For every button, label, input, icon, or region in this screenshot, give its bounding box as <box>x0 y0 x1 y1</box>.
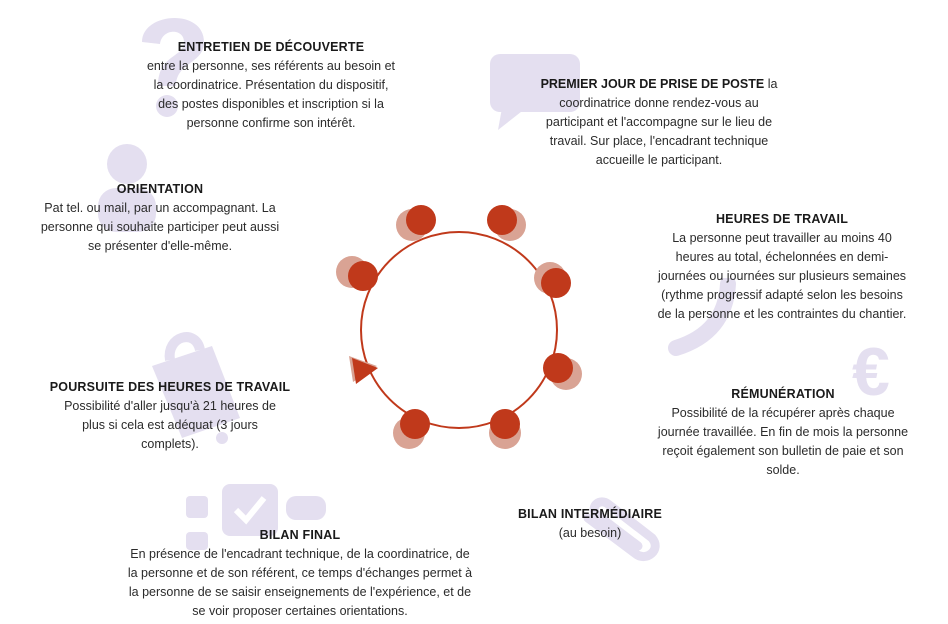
step-line: (au besoin) <box>558 526 622 540</box>
clock-hand-icon <box>668 278 736 356</box>
step-bilan-intermediaire: BILAN INTERMÉDIAIRE (au besoin) <box>490 505 690 543</box>
step-line: heures au total, échelonnées en demi- <box>675 250 889 264</box>
cycle-node-premier-jour <box>487 205 517 235</box>
checklist-icon <box>186 484 326 550</box>
step-line: personne qui souhaite participer peut au… <box>40 220 280 234</box>
step-line: reçoit également son bulletin de paie et… <box>662 444 904 458</box>
step-line: Possibilité de la récupérer après chaque <box>671 406 895 420</box>
step-line: La personne peut travailler au moins 40 <box>672 231 892 245</box>
paperclip-icon <box>583 497 660 562</box>
cycle-node-heures <box>541 268 571 298</box>
step-line: la coordinatrice. Présentation du dispos… <box>153 78 389 92</box>
step-line: se voir proposer certaines orientations. <box>192 604 408 618</box>
step-bilan-final: BILAN FINAL En présence de l'encadrant t… <box>84 526 516 621</box>
step-line: coordinatrice donne rendez-vous au <box>559 96 759 110</box>
step-line: (rythme progressif adapté selon les beso… <box>661 288 903 302</box>
speech-bubble-icon <box>490 54 580 130</box>
cycle-node-remuneration <box>543 353 573 383</box>
step-line: plus si cela est adéquat (3 jours <box>82 418 258 432</box>
cycle-ring <box>360 231 558 429</box>
step-title: BILAN FINAL <box>259 528 341 542</box>
step-line: participant et l'accompagne sur le lieu … <box>545 115 773 129</box>
step-title: POURSUITE DES HEURES DE TRAVAIL <box>49 380 291 394</box>
step-line: accueille le participant. <box>595 153 723 167</box>
step-line: solde. <box>766 463 800 477</box>
step-remuneration: RÉMUNÉRATION Possibilité de la récupérer… <box>628 385 938 480</box>
step-title: ORIENTATION <box>116 182 204 196</box>
step-text: la <box>764 77 778 91</box>
bag-icon <box>152 332 240 444</box>
step-title: RÉMUNÉRATION <box>731 387 835 401</box>
cycle-node-entretien <box>406 205 436 235</box>
step-orientation: ORIENTATION Pat tel. ou mail, par un acc… <box>10 180 310 256</box>
step-line: la personne de se saisir enseignements d… <box>128 585 472 599</box>
step-heures: HEURES DE TRAVAIL La personne peut trava… <box>626 210 938 324</box>
step-title: PREMIER JOUR DE PRISE DE POSTE <box>540 77 765 91</box>
step-line: des postes disponibles et inscription si… <box>158 97 384 111</box>
step-line: personne confirme son intérêt. <box>186 116 356 130</box>
step-entretien: ENTRETIEN DE DÉCOUVERTE entre la personn… <box>130 38 412 133</box>
person-icon <box>98 144 156 232</box>
step-line: Pat tel. ou mail, par un accompagnant. L… <box>44 201 276 215</box>
step-poursuite: POURSUITE DES HEURES DE TRAVAIL Possibil… <box>20 378 320 454</box>
step-line: la personne et de son référent, ce temps… <box>127 566 473 580</box>
step-line: entre la personne, ses référents au beso… <box>146 59 396 73</box>
step-line: journées ou journées sur plusieurs semai… <box>657 269 907 283</box>
step-title: BILAN INTERMÉDIAIRE <box>517 507 663 521</box>
step-line: Possibilité d'aller jusqu'à 21 heures de <box>64 399 276 413</box>
step-line: travail. Sur place, l'encadrant techniqu… <box>549 134 769 148</box>
step-premier-jour: PREMIER JOUR DE PRISE DE POSTE la coordi… <box>520 75 798 170</box>
step-title: ENTRETIEN DE DÉCOUVERTE <box>177 40 365 54</box>
euro-icon: € <box>852 334 890 410</box>
step-line: journée travaillée. En fin de mois la pe… <box>657 425 909 439</box>
step-first-line: PREMIER JOUR DE PRISE DE POSTE la <box>520 75 798 94</box>
node-shadows <box>336 209 582 449</box>
cycle-node-bilan-intermediaire <box>490 409 520 439</box>
step-line: de la personne et les contraintes du cha… <box>657 307 907 321</box>
cycle-node-bilan-final <box>400 409 430 439</box>
step-line: se présenter d'elle-même. <box>87 239 233 253</box>
step-line: En présence de l'encadrant technique, de… <box>130 547 470 561</box>
cycle-node-orientation <box>348 261 378 291</box>
step-title: HEURES DE TRAVAIL <box>715 212 849 226</box>
step-line: complets). <box>141 437 199 451</box>
question-mark-icon <box>142 17 204 117</box>
